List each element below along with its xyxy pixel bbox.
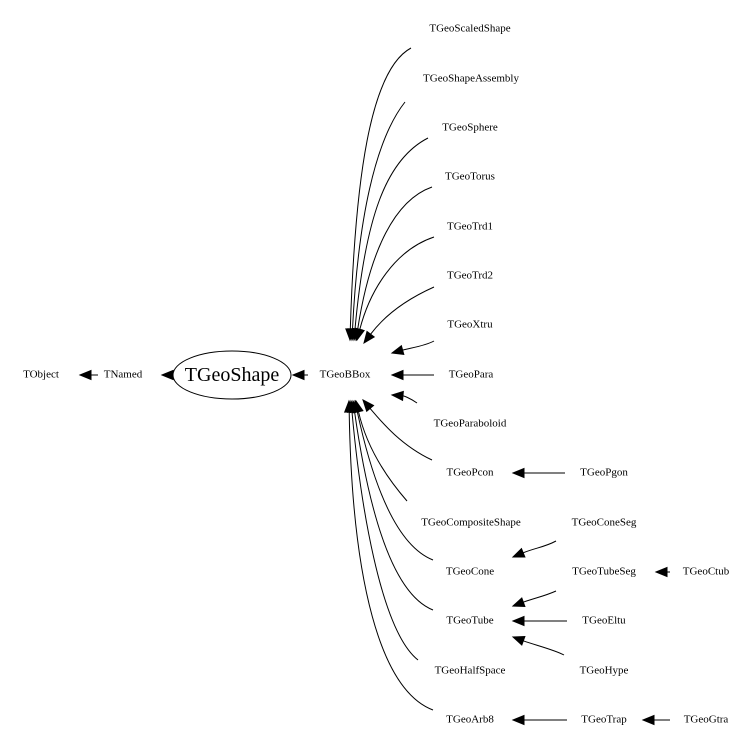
node-tgeo-arb8[interactable]: TGeoArb8 [446, 713, 494, 726]
edge-tgeo-scaled-shape-to-tgeo-bbox [345, 47, 412, 342]
node-tgeo-eltu[interactable]: TGeoEltu [582, 614, 626, 627]
node-tgeo-trap[interactable]: TGeoTrap [581, 713, 627, 726]
edge-tgeo-tube-seg-to-tgeo-tube [511, 590, 557, 607]
edge-tgeo-shape-to-tnamed [160, 369, 174, 381]
node-tgeo-tube[interactable]: TGeoTube [446, 614, 494, 627]
arrowhead-icon [641, 714, 655, 726]
node-tgeo-pcon[interactable]: TGeoPcon [446, 466, 494, 479]
arrowhead-icon [390, 369, 404, 381]
node-tgeo-half-space[interactable]: TGeoHalfSpace [434, 664, 506, 677]
edge-tgeo-xtru-to-tgeo-bbox [390, 340, 435, 355]
node-tgeo-trd2[interactable]: TGeoTrd2 [446, 269, 494, 282]
node-tgeo-sphere[interactable]: TGeoSphere [442, 121, 498, 134]
edge-tgeo-trd1-to-tgeo-bbox [354, 236, 435, 342]
node-tgeo-ctub[interactable]: TGeoCtub [682, 565, 730, 578]
node-tgeo-trd1[interactable]: TGeoTrd1 [446, 220, 494, 233]
node-tgeo-hype[interactable]: TGeoHype [579, 664, 629, 677]
node-tgeo-cone[interactable]: TGeoCone [445, 565, 495, 578]
arrowhead-icon [390, 390, 404, 402]
edge-tgeo-hype-to-tgeo-tube [511, 636, 565, 656]
edge-tgeo-eltu-to-tgeo-tube [511, 615, 567, 627]
node-tgeo-shape-assembly[interactable]: TGeoShapeAssembly [423, 72, 519, 85]
edge-line [402, 395, 418, 404]
arrowhead-icon [511, 636, 526, 646]
edge-line [523, 640, 565, 656]
node-tnamed[interactable]: TNamed [103, 368, 143, 381]
edge-line [356, 411, 434, 561]
edge-line [369, 408, 433, 461]
arrowhead-icon [78, 369, 92, 381]
edge-tgeo-half-space-to-tgeo-bbox [346, 399, 419, 661]
edge-tgeo-ctub-to-tgeo-tube-seg [654, 566, 670, 578]
edge-line [348, 411, 434, 711]
arrowhead-icon [511, 547, 526, 558]
edge-tnamed-to-tobject [78, 369, 98, 381]
edge-tgeo-trd2-to-tgeo-bbox [363, 286, 435, 345]
node-tgeo-pgon[interactable]: TGeoPgon [580, 466, 628, 479]
edge-tgeo-cone-seg-to-tgeo-cone [511, 540, 557, 558]
edge-line [349, 47, 412, 330]
arrowhead-icon [511, 597, 526, 607]
edge-tgeo-gtra-to-tgeo-trap [641, 714, 670, 726]
edge-tgeo-para-to-tgeo-bbox [390, 369, 434, 381]
node-tgeo-xtru[interactable]: TGeoXtru [447, 318, 493, 331]
node-tgeo-cone-seg[interactable]: TGeoConeSeg [571, 516, 637, 529]
arrowhead-icon [390, 344, 405, 355]
arrowhead-icon [354, 327, 365, 342]
edge-line [358, 411, 408, 502]
node-tgeo-shape[interactable]: TGeoShape [184, 364, 280, 386]
edge-line [359, 236, 435, 330]
edge-line [402, 340, 435, 351]
arrowhead-icon [511, 615, 525, 627]
focus-node-ellipse [172, 350, 292, 400]
node-tgeo-composite-shape[interactable]: TGeoCompositeShape [421, 516, 521, 529]
edge-line [370, 286, 435, 335]
node-tgeo-bbox[interactable]: TGeoBBox [319, 368, 371, 381]
edge-line [357, 186, 433, 330]
arrowhead-icon [343, 399, 355, 413]
node-tgeo-paraboloid[interactable]: TGeoParaboloid [433, 417, 507, 430]
node-tgeo-gtra[interactable]: TGeoGtra [683, 713, 729, 726]
edge-tgeo-composite-shape-to-tgeo-bbox [353, 399, 408, 502]
node-tgeo-scaled-shape[interactable]: TGeoScaledShape [429, 22, 511, 35]
edge-line [354, 411, 434, 611]
node-tgeo-para[interactable]: TGeoPara [448, 368, 494, 381]
arrowhead-icon [363, 330, 376, 345]
edge-tgeo-trap-to-tgeo-arb8 [511, 714, 567, 726]
arrowhead-icon [511, 714, 525, 726]
arrowhead-icon [362, 398, 375, 413]
edge-tgeo-bbox-to-tgeo-shape [291, 369, 308, 381]
arrowhead-icon [291, 369, 305, 381]
arrowhead-icon [654, 566, 668, 578]
edge-line [354, 137, 429, 330]
edge-tgeo-arb8-to-tgeo-bbox [343, 399, 434, 711]
node-tgeo-tube-seg[interactable]: TGeoTubeSeg [572, 565, 636, 578]
node-tgeo-torus[interactable]: TGeoTorus [445, 170, 495, 183]
edge-line [523, 590, 557, 603]
edge-tgeo-cone-to-tgeo-bbox [352, 399, 434, 561]
arrowhead-icon [511, 467, 525, 479]
edge-line [351, 411, 419, 661]
edge-tgeo-pgon-to-tgeo-pcon [511, 467, 565, 479]
edge-tgeo-paraboloid-to-tgeo-bbox [390, 390, 418, 404]
edge-tgeo-pcon-to-tgeo-bbox [362, 398, 433, 461]
node-tobject[interactable]: TObject [23, 368, 59, 381]
edge-line [523, 540, 557, 554]
arrowhead-icon [160, 369, 174, 381]
edge-line [352, 101, 406, 330]
